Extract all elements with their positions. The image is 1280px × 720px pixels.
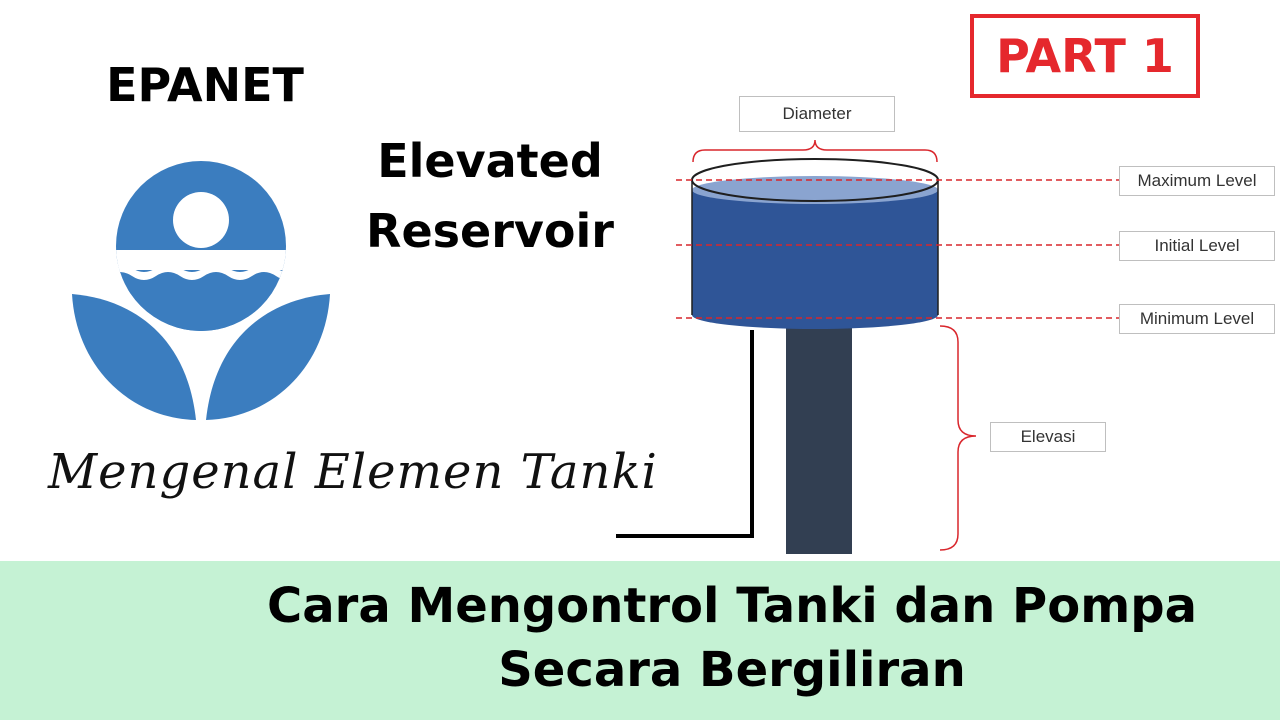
initial-level-label: Initial Level <box>1119 231 1275 261</box>
maximum-level-label: Maximum Level <box>1119 166 1275 196</box>
inlet-pipe <box>616 330 754 538</box>
bottom-banner <box>0 561 1280 720</box>
tower-column <box>786 318 852 554</box>
diameter-label: Diameter <box>739 96 895 132</box>
minimum-level-label: Minimum Level <box>1119 304 1275 334</box>
brand-title: EPANET <box>106 58 304 112</box>
headline: Elevated Reservoir <box>335 126 645 266</box>
epa-flower-logo-icon <box>68 150 338 429</box>
headline-line-2: Reservoir <box>366 204 614 258</box>
elevasi-label: Elevasi <box>990 422 1106 452</box>
part-badge: PART 1 <box>970 14 1200 98</box>
banner-text: Cara Mengontrol Tanki dan Pompa Secara B… <box>200 574 1264 702</box>
elevation-brace <box>939 325 977 551</box>
headline-line-1: Elevated <box>377 134 603 188</box>
banner-line-2: Secara Bergiliran <box>498 642 966 698</box>
subtitle: Mengenal Elemen Tanki <box>48 444 658 500</box>
water-surface <box>692 176 938 204</box>
diameter-brace <box>692 139 938 163</box>
banner-line-1: Cara Mengontrol Tanki dan Pompa <box>267 578 1197 634</box>
tank-body <box>692 190 938 329</box>
part-badge-label: PART 1 <box>996 29 1174 83</box>
